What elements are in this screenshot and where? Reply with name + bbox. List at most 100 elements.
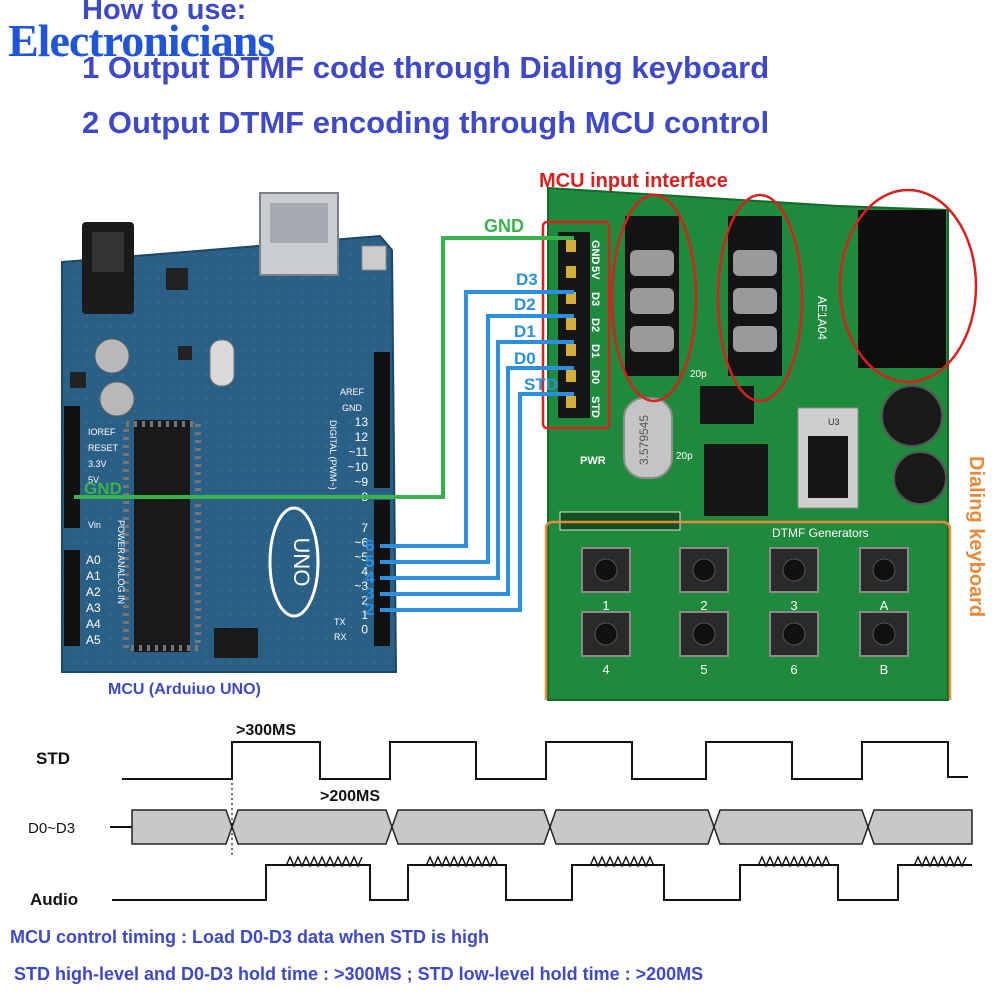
analog-pin-label: A0 — [86, 553, 101, 567]
gnd-wire-label: GND — [484, 216, 524, 236]
gnd-wire — [74, 236, 574, 499]
audio-tone-burst — [589, 855, 655, 868]
digital-label: DIGITAL (PWM~) — [328, 420, 338, 490]
header-pin — [566, 240, 576, 252]
d2-wire — [380, 314, 574, 564]
icsp-header — [214, 628, 258, 658]
tx-label: TX — [334, 617, 346, 627]
header-pin-label: D0 — [589, 370, 601, 384]
jack-highlight-left — [610, 193, 698, 403]
atmega-chip — [134, 420, 190, 652]
jack-highlight-right — [716, 193, 804, 403]
pin-5-label: 5 — [365, 552, 374, 571]
keypad-key-label: 5 — [700, 662, 707, 677]
audio-tone-burst — [757, 855, 831, 868]
module-crystal — [623, 397, 673, 479]
crystal-oscillator — [209, 339, 235, 387]
uno-logo-ring — [268, 506, 320, 618]
d2-label: D2 — [514, 295, 536, 314]
reset-label: RESET — [88, 443, 119, 453]
digital-pin-label: 7 — [361, 521, 368, 535]
header-pin-label: GND — [589, 240, 601, 265]
keypad-button[interactable]: 6 — [769, 611, 819, 677]
digital-pin-label: 12 — [355, 430, 369, 444]
header-pin — [566, 318, 576, 330]
timing-data-label: D0~D3 — [28, 820, 75, 837]
keypad-button[interactable]: 5 — [679, 611, 729, 677]
rx-label: RX — [334, 632, 347, 642]
small-ic — [700, 386, 754, 424]
reset-button — [361, 245, 387, 271]
crystal-label: 3.579545 — [637, 415, 651, 465]
how-to-use-title: How to use: — [82, 0, 247, 26]
audio-jack-left — [625, 216, 679, 376]
keypad-key-label: 2 — [700, 598, 707, 613]
digital-pin-label: 1 — [361, 608, 368, 622]
keypad-key-label: B — [880, 662, 889, 677]
d0-wire — [380, 366, 574, 596]
mcu-interface-box — [541, 220, 611, 430]
audio-jack-right — [728, 216, 782, 376]
analog-pin-label: A4 — [86, 617, 101, 631]
analog-header — [64, 550, 80, 646]
step-2-text: 2 Output DTMF encoding through MCU contr… — [82, 105, 770, 140]
electrolytic-cap — [881, 385, 943, 447]
power-header — [64, 406, 80, 528]
analog-pin-label: A2 — [86, 585, 101, 599]
digital-pin-label: 13 — [355, 415, 369, 429]
std-wire — [380, 392, 574, 612]
keypad-key-label: 6 — [790, 662, 797, 677]
keypad-button[interactable]: 4 — [581, 611, 631, 677]
analog-in-label: ANALOG IN — [116, 555, 126, 604]
electrolytic-cap — [893, 451, 947, 505]
header-pin-label: D1 — [589, 344, 601, 358]
vin-label: Vin — [88, 520, 101, 530]
std-waveform — [122, 741, 968, 780]
digital-pin-label: ~6 — [354, 536, 368, 550]
header-pin — [566, 344, 576, 356]
digital-pin-label: 0 — [361, 623, 368, 637]
audio-tone-burst — [425, 855, 499, 868]
power-label: POWER — [116, 520, 126, 555]
keypad-key-label: 4 — [602, 662, 609, 677]
digital-pin-label: ~3 — [354, 579, 368, 593]
capacitor — [99, 381, 135, 417]
analog-pin-label: A1 — [86, 569, 101, 583]
arduino-board: UNO IOREF RESET 3.3V 5V Vin POWER ANALOG… — [61, 192, 398, 673]
audio-waveform — [112, 864, 972, 901]
audio-tone-burst — [285, 855, 363, 868]
v5-label: 5V — [88, 475, 99, 485]
digital-pin-label: 2 — [361, 594, 368, 608]
u3-label: U3 — [828, 417, 840, 427]
keypad-button[interactable]: 3 — [769, 547, 819, 613]
pin-2-label: 2 — [365, 600, 374, 619]
d3-label: D3 — [516, 270, 538, 289]
keypad-key-label: 1 — [602, 598, 609, 613]
note-timing: MCU control timing : Load D0-D3 data whe… — [10, 927, 490, 947]
keypad-button[interactable]: B — [859, 611, 909, 677]
keypad-key-label: 3 — [790, 598, 797, 613]
digital-header-low — [374, 500, 390, 646]
digital-pin-label: 4 — [361, 565, 368, 579]
pwr-label: PWR — [580, 455, 606, 467]
header-pin — [566, 396, 576, 408]
v33-label: 3.3V — [88, 459, 107, 469]
header-pin-label: STD — [589, 396, 601, 418]
pin-3-label: 3 — [365, 584, 374, 603]
module-dc-jack — [858, 210, 946, 368]
header-pin — [566, 292, 576, 304]
digital-pin-label: ~10 — [348, 460, 369, 474]
keypad-button[interactable]: 1 — [581, 547, 631, 613]
keypad-button[interactable]: 2 — [679, 547, 729, 613]
header-pin-label: 5V — [589, 266, 601, 280]
header-pin — [566, 266, 576, 278]
d3-wire — [380, 290, 574, 548]
d1-label: D1 — [514, 322, 536, 341]
keypad-button[interactable]: A — [859, 547, 909, 613]
gnd-board-label: GND — [342, 403, 363, 413]
d1-wire — [380, 340, 574, 580]
audio-tone-burst — [913, 855, 967, 868]
arduino-caption: MCU (Arduiuo UNO) — [108, 681, 261, 698]
